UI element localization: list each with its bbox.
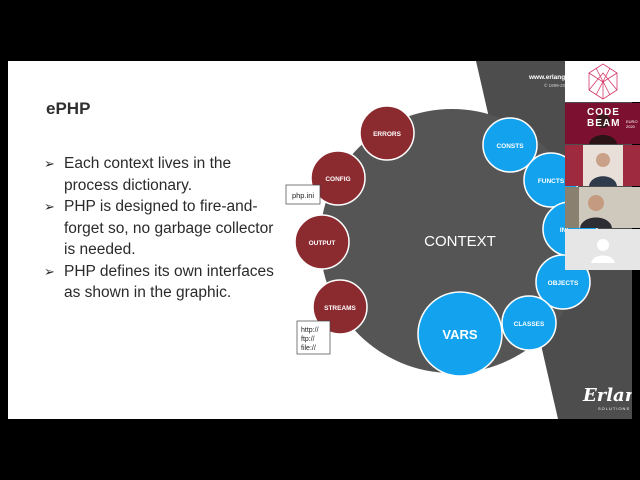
node-classes[interactable]: CLASSES	[501, 295, 557, 351]
geometric-logo-icon	[588, 63, 618, 100]
bullet-item: ➢ Each context lives in the process dicti…	[44, 153, 280, 196]
node-functs-label: FUNCTS	[538, 178, 565, 185]
bullet-item: ➢ PHP is designed to fire-and-forget so, …	[44, 196, 280, 261]
bullet-arrow-icon: ➢	[44, 199, 55, 214]
erlang-logo-subtitle: SOLUTIONS	[598, 406, 631, 411]
participant-silhouette-icon	[565, 187, 640, 228]
node-objects-label: OBJECTS	[548, 280, 579, 287]
node-consts[interactable]: CONSTS	[482, 117, 538, 173]
node-errors-label: ERRORS	[373, 131, 401, 138]
bullet-text: PHP defines its own interfaces as shown …	[64, 262, 274, 302]
thumbnail-participant[interactable]	[565, 145, 640, 186]
thumbnail-participant[interactable]	[565, 187, 640, 228]
participant-silhouette-icon	[565, 145, 640, 186]
note-php-ini-text: php.ini	[292, 191, 314, 200]
context-label: CONTEXT	[424, 233, 496, 250]
user-placeholder-icon	[565, 229, 640, 270]
node-vars[interactable]: VARS	[417, 291, 503, 377]
node-config[interactable]: CONFIG	[310, 150, 366, 206]
speaker-silhouette-icon	[589, 114, 617, 144]
node-errors[interactable]: ERRORS	[359, 105, 415, 161]
brand-url: www.erlang	[529, 74, 566, 81]
node-ini-label: INI	[560, 227, 569, 234]
node-output[interactable]: OUTPUT	[294, 214, 350, 270]
thumbnail-no-video[interactable]	[565, 229, 640, 270]
node-classes-label: CLASSES	[514, 321, 545, 328]
bullet-text: Each context lives in the process dictio…	[64, 155, 232, 194]
note-streams-file: file://	[301, 345, 316, 352]
erlang-logo: Erlang	[583, 385, 632, 406]
bullet-arrow-icon: ➢	[44, 156, 55, 171]
node-streams-label: STREAMS	[324, 305, 356, 312]
bullet-text: PHP is designed to fire-and-forget so, n…	[64, 198, 274, 258]
node-output-label: OUTPUT	[309, 240, 336, 247]
presentation-slide: CONTEXT ERRORS CONFIG OUTPUT STREAMS CON…	[8, 61, 632, 419]
note-streams: http:// ftp:// file://	[296, 320, 331, 355]
bullet-arrow-icon: ➢	[44, 263, 55, 279]
slide-title: ePHP	[46, 99, 91, 118]
node-consts-label: CONSTS	[496, 143, 524, 150]
node-streams[interactable]: STREAMS	[312, 279, 368, 335]
brand-copyright: © 1999-20	[544, 83, 566, 88]
note-php-ini: php.ini	[285, 184, 321, 205]
node-config-label: CONFIG	[325, 176, 350, 183]
bullet-list: ➢ Each context lives in the process dicti…	[44, 153, 280, 304]
bullet-item: ➢ PHP defines its own interfaces as shown…	[44, 261, 280, 304]
thumbnail-logo[interactable]	[565, 61, 640, 102]
note-streams-http: http://	[301, 327, 319, 334]
note-streams-ftp: ftp://	[301, 336, 315, 343]
node-vars-label: VARS	[442, 327, 477, 342]
